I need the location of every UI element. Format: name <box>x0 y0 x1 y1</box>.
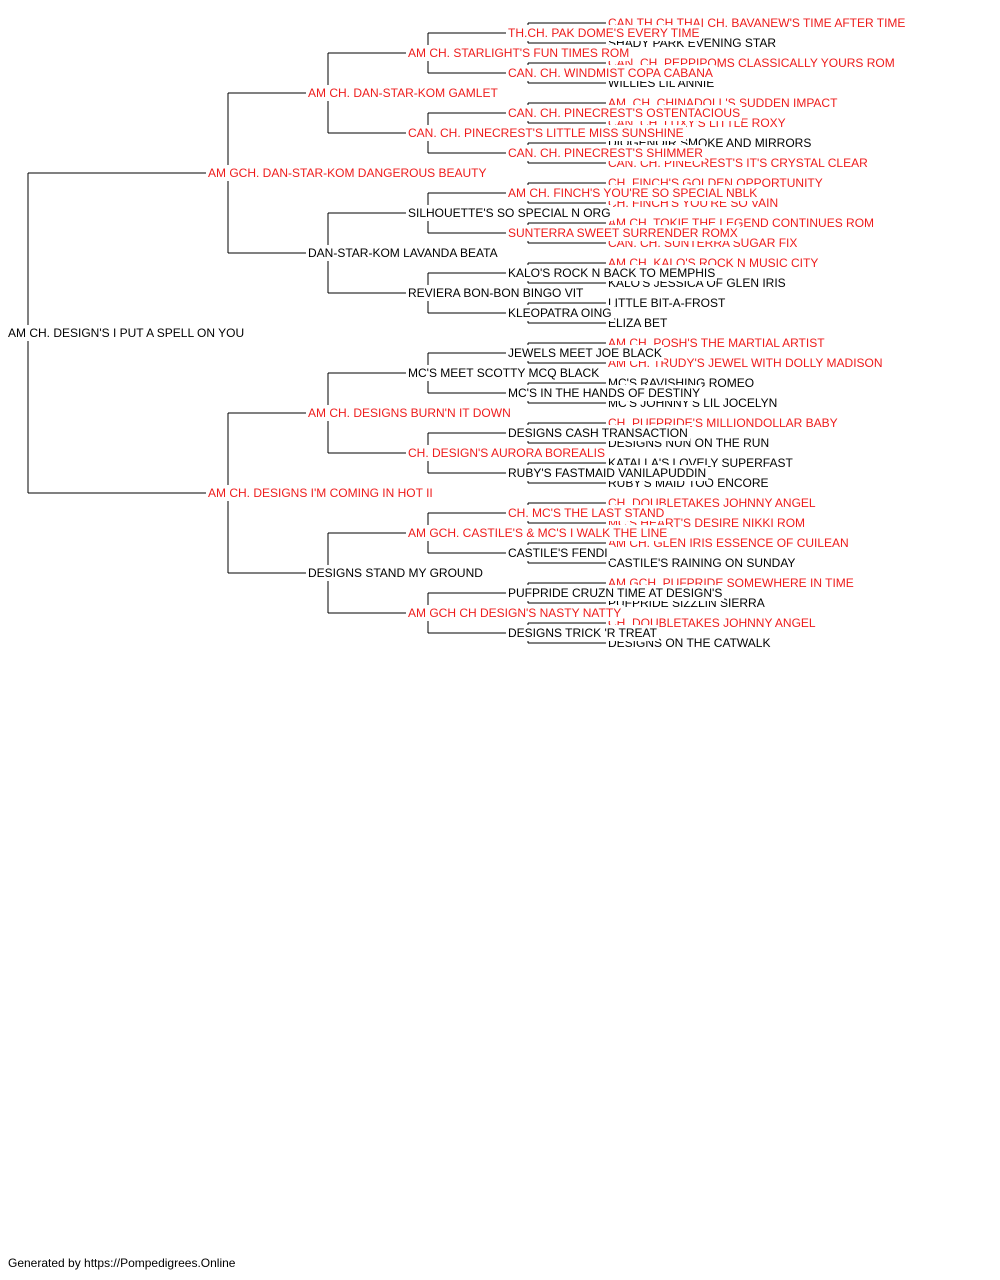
dog-name-gen4: RUBY'S FASTMAID VANILAPUDDIN <box>506 465 709 481</box>
dog-name-gen4: CAN. CH. PINECREST'S SHIMMER <box>506 145 705 161</box>
dog-name-gen5: LITTLE BIT-A-FROST <box>606 295 728 311</box>
dog-name-gen2: AM CH. DESIGNS BURN'N IT DOWN <box>306 405 513 421</box>
dog-name-gen2: DAN-STAR-KOM LAVANDA BEATA <box>306 245 500 261</box>
dog-name-gen5: ELIZA BET <box>606 315 670 331</box>
dog-name-gen4: CH. MC'S THE LAST STAND <box>506 505 667 521</box>
dog-name-gen3: SILHOUETTE'S SO SPECIAL N ORG <box>406 205 613 221</box>
dog-name-gen5: CASTILE'S RAINING ON SUNDAY <box>606 555 798 571</box>
dog-name-gen2: AM CH. DAN-STAR-KOM GAMLET <box>306 85 500 101</box>
dog-name-gen4: SUNTERRA SWEET SURRENDER ROMX <box>506 225 740 241</box>
dog-name-gen5: AM CH. TRUDY'S JEWEL WITH DOLLY MADISON <box>606 355 885 371</box>
dog-name-gen4: CASTILE'S FENDI <box>506 545 610 561</box>
dog-name-gen3: CAN. CH. PINECREST'S LITTLE MISS SUNSHIN… <box>406 125 686 141</box>
dog-name-gen3: MC'S MEET SCOTTY MCQ BLACK <box>406 365 602 381</box>
dog-name-gen1: AM GCH. DAN-STAR-KOM DANGEROUS BEAUTY <box>206 165 489 181</box>
dog-name-gen4: PUFPRIDE CRUZN TIME AT DESIGN'S <box>506 585 725 601</box>
dog-name-gen0: AM CH. DESIGN'S I PUT A SPELL ON YOU <box>6 325 247 341</box>
dog-name-gen4: TH.CH. PAK DOME'S EVERY TIME <box>506 25 702 41</box>
dog-name-gen1: AM CH. DESIGNS I'M COMING IN HOT II <box>206 485 435 501</box>
dog-name-gen3: CH. DESIGN'S AURORA BOREALIS <box>406 445 608 461</box>
dog-name-gen4: KLEOPATRA OING <box>506 305 614 321</box>
dog-name-gen4: MC'S IN THE HANDS OF DESTINY <box>506 385 703 401</box>
dog-name-gen3: REVIERA BON-BON BINGO VIT <box>406 285 586 301</box>
dog-name-gen3: AM CH. STARLIGHT'S FUN TIMES ROM <box>406 45 632 61</box>
dog-name-gen4: DESIGNS TRICK 'R TREAT <box>506 625 659 641</box>
generated-by-footer: Generated by https://Pompedigrees.Online <box>8 1256 236 1270</box>
dog-name-gen4: CAN. CH. WINDMIST COPA CABANA <box>506 65 715 81</box>
dog-name-gen4: JEWELS MEET JOE BLACK <box>506 345 664 361</box>
dog-name-gen4: AM CH. FINCH'S YOU'RE SO SPECIAL NBLK <box>506 185 760 201</box>
dog-name-gen2: DESIGNS STAND MY GROUND <box>306 565 485 581</box>
dog-name-gen4: CAN. CH. PINECREST'S OSTENTACIOUS <box>506 105 743 121</box>
dog-name-gen4: DESIGNS CASH TRANSACTION <box>506 425 690 441</box>
dog-name-gen4: KALO'S ROCK N BACK TO MEMPHIS <box>506 265 718 281</box>
dog-name-gen3: AM GCH CH DESIGN'S NASTY NATTY <box>406 605 624 621</box>
dog-name-gen3: AM GCH. CASTILE'S & MC'S I WALK THE LINE <box>406 525 670 541</box>
